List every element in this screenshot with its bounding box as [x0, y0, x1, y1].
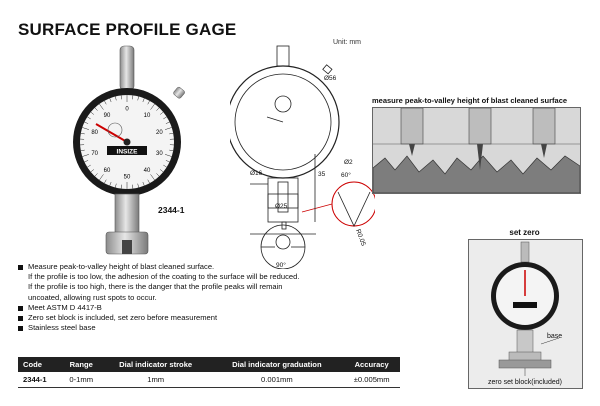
dial-number: 90 [104, 113, 111, 119]
dim-d25: Ø25 [275, 203, 288, 210]
dim-r005: R0.05 [354, 228, 367, 247]
feature-item: Meet ASTM D 4417-B [18, 303, 458, 313]
dial-tick [147, 100, 150, 105]
dim-d56: Ø56 [324, 75, 337, 82]
dial-tick [84, 160, 89, 163]
dial-tick [169, 149, 174, 152]
header-stroke: Dial indicator stroke [100, 357, 211, 372]
dial-tick [150, 174, 155, 181]
table-header-row: Code Range Dial indicator stroke Dial in… [18, 357, 400, 372]
dial-tick [165, 160, 170, 163]
dial-tick [163, 164, 167, 168]
dial-tick [90, 111, 95, 115]
dial-tick [87, 164, 91, 168]
dial-ticks [80, 95, 174, 189]
dial-tick [99, 103, 104, 110]
dial-tick [142, 98, 145, 103]
dial-tick [104, 179, 107, 184]
setzero-image: base zero set block(included) [468, 239, 583, 389]
header-code: Code [18, 357, 62, 372]
cell-graduation: 0.001mm [210, 372, 344, 388]
dial-tick [164, 127, 172, 130]
dim-h35: 35 [318, 171, 326, 178]
dial-tick [94, 107, 98, 111]
dial-tick [99, 174, 104, 181]
table-row: 2344-1 0-1mm 1mm 0.001mm ±0.005mm [18, 372, 400, 388]
revolution-counter [107, 122, 123, 138]
dial-tick [80, 149, 85, 152]
feature-subline: If the profile is too low, the adhesion … [28, 272, 300, 282]
dial-tick [109, 181, 112, 186]
dial-tick [120, 184, 122, 189]
dial-numbers: 0 10 20 30 40 50 60 70 80 90 [91, 107, 163, 181]
dial-number: 0 [125, 107, 129, 113]
dial-number: 10 [144, 113, 151, 119]
header-accuracy: Accuracy [343, 357, 400, 372]
dial-tick [90, 169, 95, 173]
cell-stroke: 1mm [100, 372, 211, 388]
dim-a60: 60° [341, 171, 351, 179]
dial-tick [159, 111, 164, 115]
dial-tick [80, 132, 85, 135]
dial-tick [82, 154, 90, 157]
dial-tick [82, 127, 90, 130]
dial-needle [95, 123, 128, 143]
cell-accuracy: ±0.005mm [343, 372, 400, 388]
peak-panel-image [372, 107, 581, 194]
gage-photo: 0 10 20 30 40 50 60 70 80 90 INSIZE [73, 45, 185, 255]
dial-tick [104, 100, 107, 105]
brand-logo: INSIZE [117, 149, 139, 156]
dial-tick [165, 121, 170, 124]
dial-number: 40 [144, 168, 151, 174]
feature-item: Stainless steel base [18, 323, 458, 333]
dim-d2: Ø2 [344, 159, 353, 166]
base-label: base [547, 333, 562, 340]
dial-tick [87, 116, 91, 120]
feature-item: Measure peak-to-valley height of blast c… [18, 262, 458, 272]
dial-tick [115, 183, 117, 188]
dial-number: 60 [104, 168, 111, 174]
unit-note: Unit: mm [333, 39, 361, 46]
dim-a90: 90° [276, 261, 286, 269]
dial-tick [159, 169, 164, 173]
feature-subline: uncoated, allowing rust spots to occur. [28, 292, 157, 302]
dial-tick [137, 183, 139, 188]
dial-tick [137, 96, 139, 101]
header-graduation: Dial indicator graduation [210, 357, 344, 372]
model-label: 2344-1 [158, 205, 185, 215]
spec-table: Code Range Dial indicator stroke Dial in… [18, 357, 400, 388]
dial-tick [156, 173, 160, 177]
dial-tick [120, 95, 122, 100]
dial-number: 20 [156, 130, 163, 136]
dial-number: 70 [91, 151, 98, 157]
dial-tick [163, 116, 167, 120]
technical-drawing: Ø56 Ø16 35 Ø2 60° Ø25 R0.05 90° [230, 45, 375, 269]
dial-tick [147, 179, 150, 184]
dial-tick [84, 121, 89, 124]
feature-list: Measure peak-to-valley height of blast c… [18, 262, 458, 333]
dial-tick [169, 132, 174, 135]
page-title: SURFACE PROFILE GAGE [18, 20, 237, 39]
dial-number: 80 [91, 130, 98, 136]
header-range: Range [61, 357, 101, 372]
dial-tick [109, 98, 112, 103]
cell-range: 0-1mm [61, 372, 101, 388]
dial-tick [132, 95, 134, 100]
dial-tick [115, 96, 117, 101]
dial-tick [132, 184, 134, 189]
dial-tick [94, 173, 98, 177]
zero-block-label: zero set block(included) [488, 379, 562, 386]
setzero-title: set zero [509, 228, 540, 237]
dial-tick [150, 103, 155, 110]
dial-number: 50 [124, 175, 131, 181]
peak-panel-title: measure peak-to-valley height of blast c… [372, 96, 568, 105]
dial-tick [156, 107, 160, 111]
feature-subline: If the profile is too high, there is the… [28, 282, 283, 292]
cell-code: 2344-1 [18, 372, 62, 388]
dial-number: 30 [156, 151, 163, 157]
dial-tick [164, 154, 172, 157]
dim-d16: Ø16 [250, 170, 263, 177]
feature-item: Zero set block is included, set zero bef… [18, 313, 458, 323]
dial-tick [142, 181, 145, 186]
